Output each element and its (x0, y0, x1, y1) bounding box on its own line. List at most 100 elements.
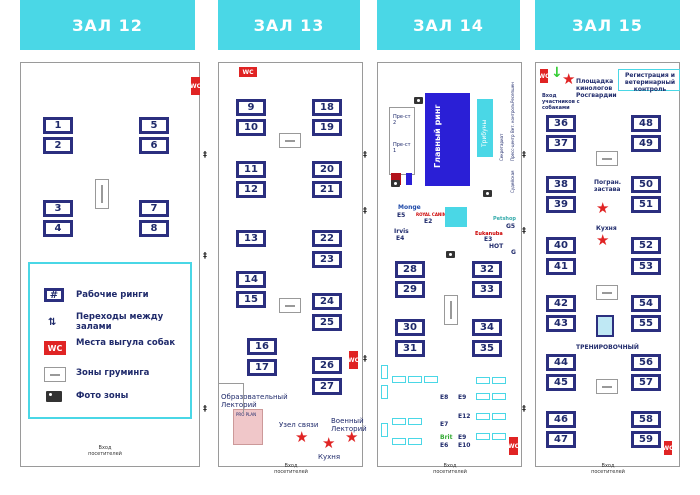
ring-1[interactable]: 1 (43, 117, 73, 134)
ring-27[interactable]: 27 (312, 378, 342, 395)
booth[interactable] (392, 438, 406, 445)
ring-56[interactable]: 56 (631, 354, 661, 371)
booth[interactable] (492, 393, 506, 400)
ring-47[interactable]: 47 (546, 431, 576, 448)
visitor-entrance[interactable]: Вход посетителей (274, 463, 308, 475)
ring-18[interactable]: 18 (312, 99, 342, 116)
ring-49[interactable]: 49 (631, 135, 661, 152)
ring-4[interactable]: 4 (43, 220, 73, 237)
ring-50[interactable]: 50 (631, 176, 661, 193)
ring-29[interactable]: 29 (395, 281, 425, 298)
ring-51[interactable]: 51 (631, 196, 661, 213)
ring-21[interactable]: 21 (312, 181, 342, 198)
ring-36[interactable]: 36 (546, 115, 576, 132)
booth-g5: G5 (506, 223, 516, 230)
ring-24[interactable]: 24 (312, 293, 342, 310)
ring-45[interactable]: 45 (546, 374, 576, 391)
passage-icon: ‡ (363, 354, 367, 363)
ring-20[interactable]: 20 (312, 161, 342, 178)
ring-59[interactable]: 59 (631, 431, 661, 448)
ring-25[interactable]: 25 (312, 314, 342, 331)
booth[interactable] (381, 385, 388, 399)
booth[interactable] (381, 365, 388, 379)
booth[interactable] (476, 413, 490, 420)
comm-label: Узел связи (279, 421, 319, 429)
ring-16[interactable]: 16 (247, 338, 277, 355)
training-ring[interactable] (596, 315, 614, 337)
legend-wc-icon: WC (44, 341, 66, 355)
ring-6[interactable]: 6 (139, 137, 169, 154)
ring-31[interactable]: 31 (395, 340, 425, 357)
main-ring[interactable]: Главный ринг (425, 93, 470, 186)
ring-52[interactable]: 52 (631, 237, 661, 254)
ring-34[interactable]: 34 (472, 319, 502, 336)
ring-35[interactable]: 35 (472, 340, 502, 357)
presto-2-label: Пре-ст 2 (393, 114, 411, 126)
booth[interactable] (392, 418, 406, 425)
ring-17[interactable]: 17 (247, 359, 277, 376)
hall-15-header: ЗАЛ 15 (535, 0, 680, 50)
visitor-entrance[interactable]: Вход посетителей (433, 463, 467, 475)
booth[interactable] (492, 433, 506, 440)
ring-54[interactable]: 54 (631, 295, 661, 312)
ring-40[interactable]: 40 (546, 237, 576, 254)
ring-10[interactable]: 10 (236, 119, 266, 136)
booth[interactable] (424, 376, 438, 383)
camera-icon (483, 190, 492, 197)
ring-33[interactable]: 33 (472, 281, 502, 298)
booth-e9b: E9 (458, 434, 467, 441)
ring-37[interactable]: 37 (546, 135, 576, 152)
ring-26[interactable]: 26 (312, 357, 342, 374)
hall-13-header: ЗАЛ 13 (218, 0, 360, 50)
booth[interactable] (408, 438, 422, 445)
booth[interactable] (381, 423, 388, 437)
side-label-5: Судейская (510, 170, 515, 193)
ring-41[interactable]: 41 (546, 258, 576, 275)
ring-3[interactable]: 3 (43, 200, 73, 217)
booth[interactable] (408, 418, 422, 425)
ring-30[interactable]: 30 (395, 319, 425, 336)
ring-8[interactable]: 8 (139, 220, 169, 237)
ring-58[interactable]: 58 (631, 411, 661, 428)
booth[interactable] (408, 376, 422, 383)
ring-22[interactable]: 22 (312, 230, 342, 247)
wc-marker: WC (239, 67, 257, 77)
visitor-entrance[interactable]: Вход посетителей (88, 445, 122, 457)
booth-e7: E7 (440, 421, 449, 428)
ring-53[interactable]: 53 (631, 258, 661, 275)
booth[interactable] (492, 377, 506, 384)
ring-48[interactable]: 48 (631, 115, 661, 132)
ring-12[interactable]: 12 (236, 181, 266, 198)
ring-32[interactable]: 32 (472, 261, 502, 278)
ring-38[interactable]: 38 (546, 176, 576, 193)
ring-2[interactable]: 2 (43, 137, 73, 154)
wc-marker: WC (348, 351, 359, 369)
ring-57[interactable]: 57 (631, 374, 661, 391)
grooming-zone (596, 379, 618, 394)
ring-44[interactable]: 44 (546, 354, 576, 371)
ring-11[interactable]: 11 (236, 161, 266, 178)
ring-28[interactable]: 28 (395, 261, 425, 278)
ring-14[interactable]: 14 (236, 271, 266, 288)
ring-23[interactable]: 23 (312, 251, 342, 268)
ring-7[interactable]: 7 (139, 200, 169, 217)
ring-13[interactable]: 13 (236, 230, 266, 247)
ring-5[interactable]: 5 (139, 117, 169, 134)
booth[interactable] (392, 376, 406, 383)
ring-9[interactable]: 9 (236, 99, 266, 116)
booth[interactable] (492, 413, 506, 420)
ring-19[interactable]: 19 (312, 119, 342, 136)
ring-55[interactable]: 55 (631, 315, 661, 332)
ring-39[interactable]: 39 (546, 196, 576, 213)
ring-42[interactable]: 42 (546, 295, 576, 312)
legend-rings-label: Рабочие ринги (76, 290, 149, 300)
passage-icon: ‡ (203, 150, 207, 159)
booth[interactable] (476, 393, 490, 400)
ring-46[interactable]: 46 (546, 411, 576, 428)
ring-15[interactable]: 15 (236, 291, 266, 308)
booth[interactable] (476, 433, 490, 440)
ring-43[interactable]: 43 (546, 315, 576, 332)
booth[interactable] (476, 377, 490, 384)
visitor-entrance[interactable]: Вход посетителей (591, 463, 625, 475)
hall-12-header: ЗАЛ 12 (20, 0, 195, 50)
